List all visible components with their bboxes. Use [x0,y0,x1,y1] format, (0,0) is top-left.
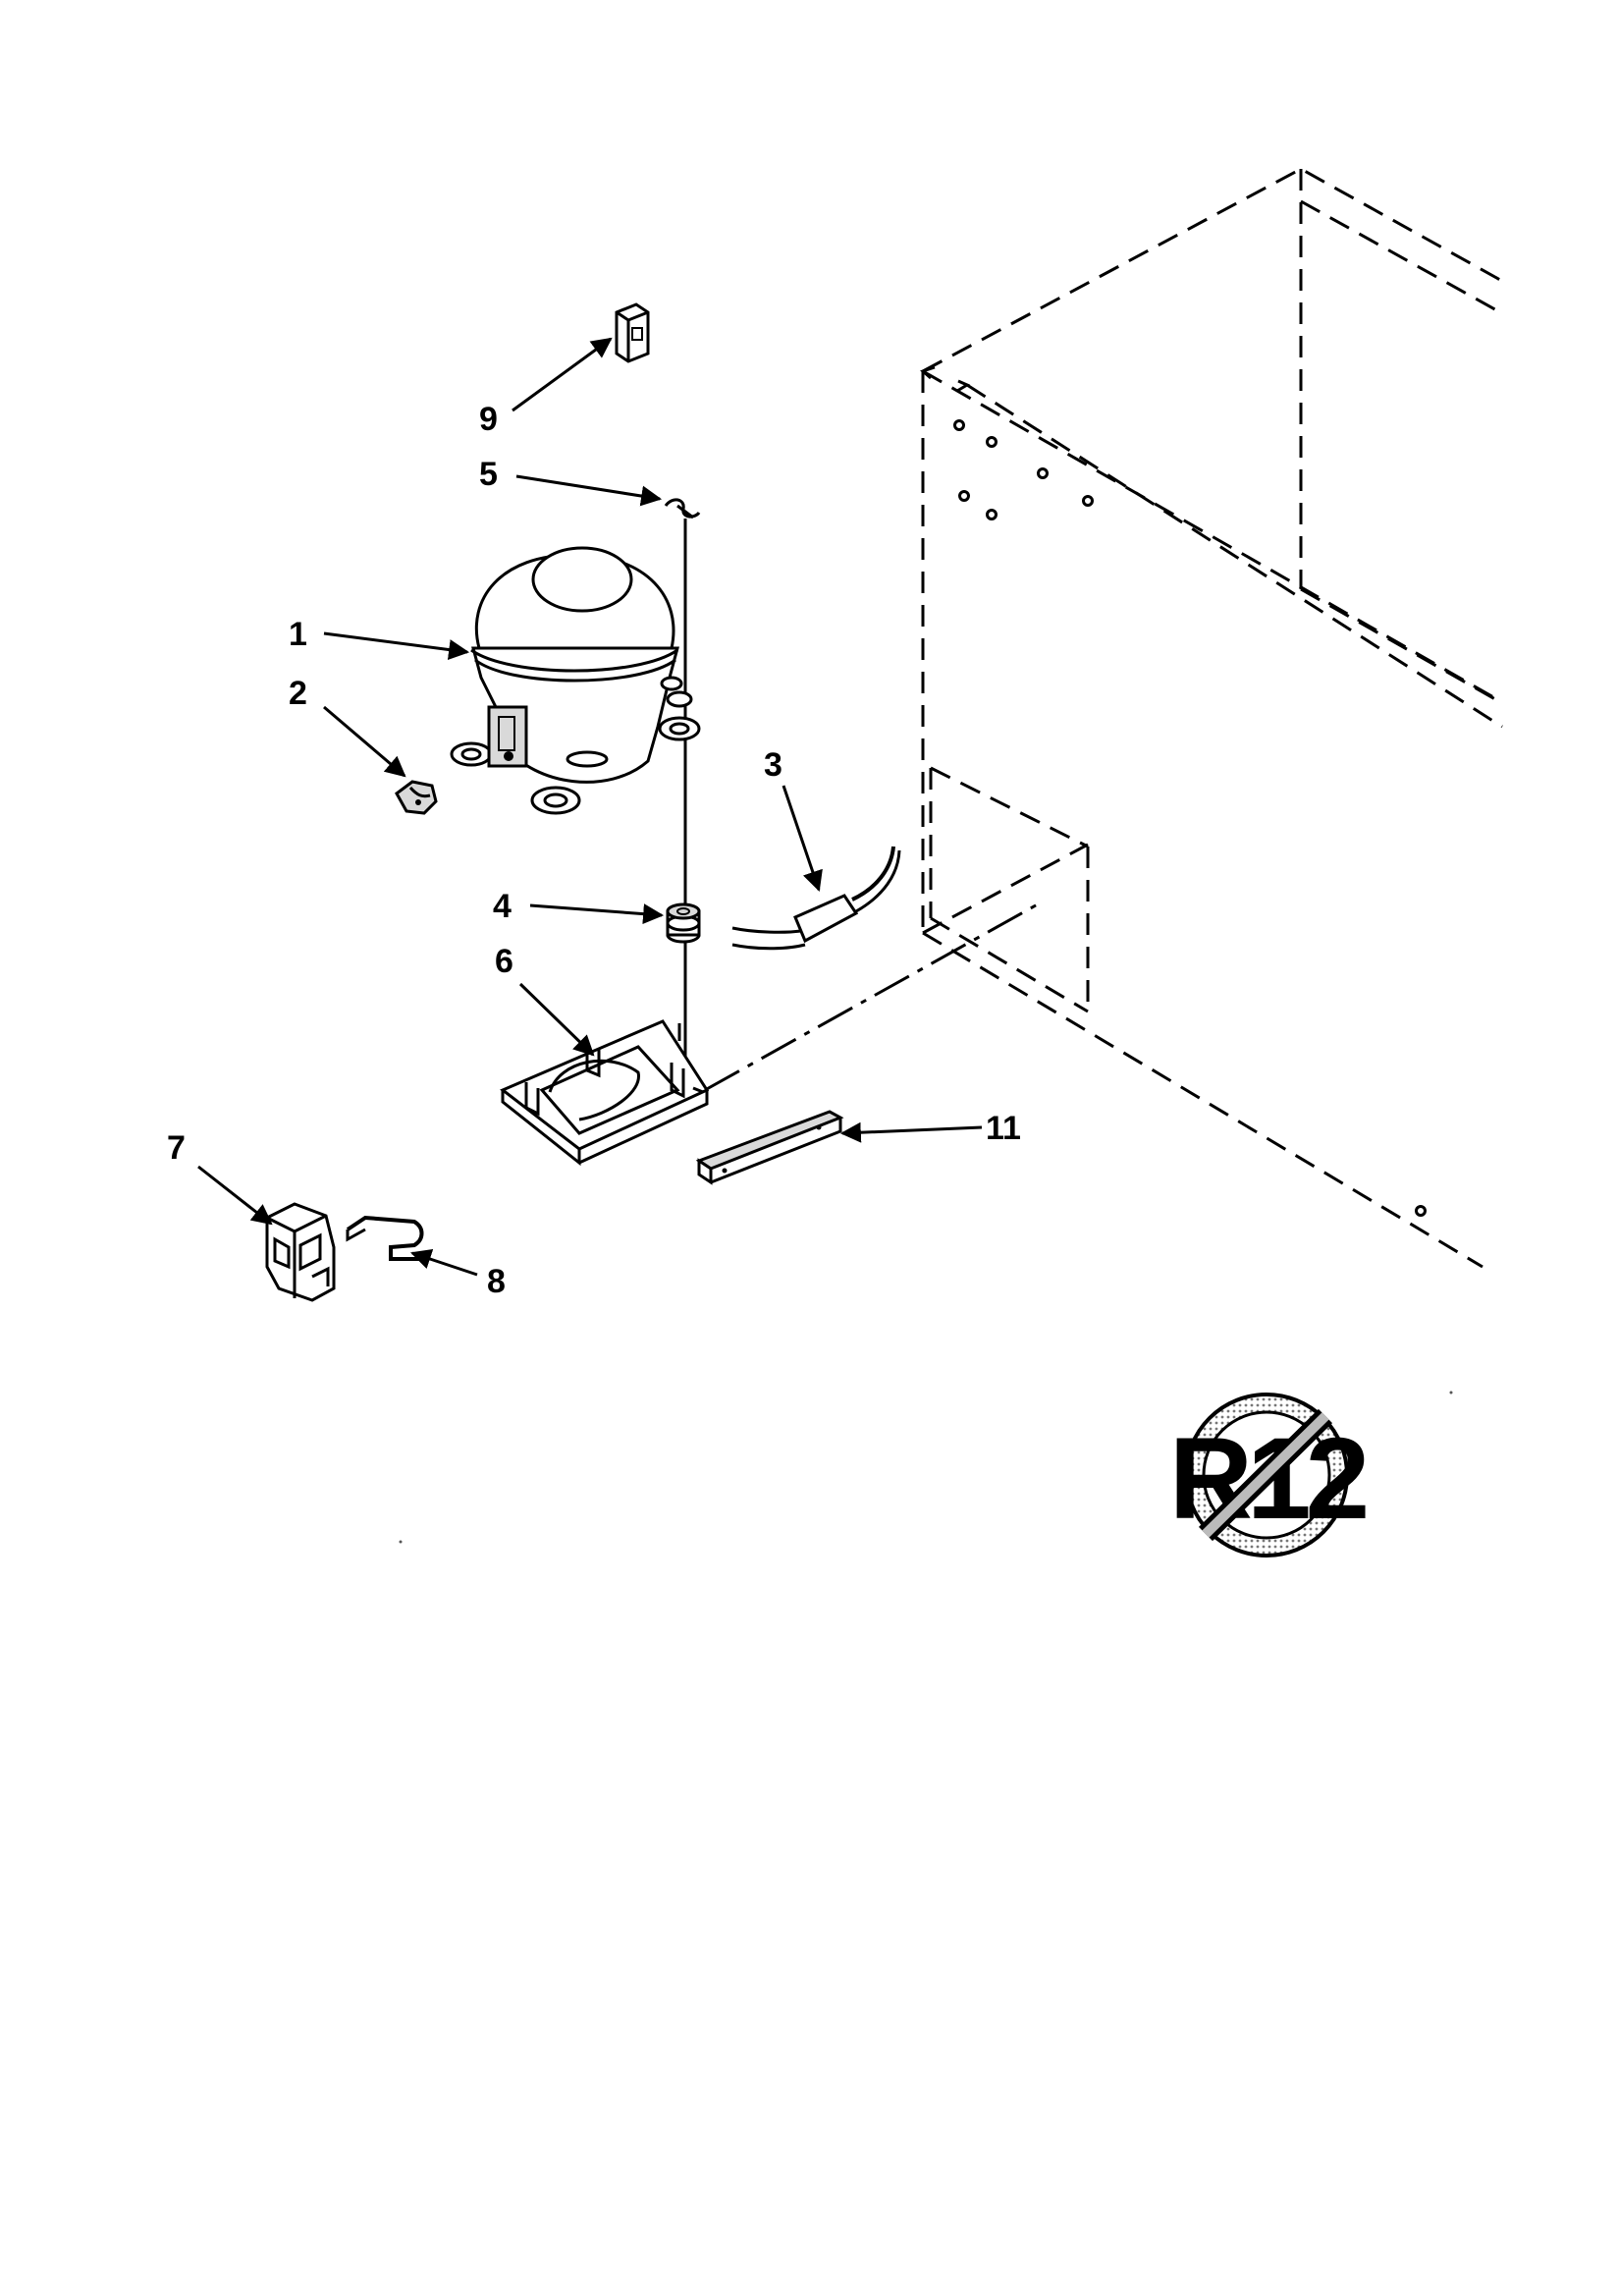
part-2-overload-clip [395,780,438,815]
callout-6: 6 [495,943,513,980]
callout-9: 9 [479,401,498,438]
part-3-power-cord [731,846,901,951]
speck [399,1540,403,1544]
part-6-base-plate [500,1019,710,1167]
callout-1: 1 [289,616,307,653]
callout-8: 8 [487,1263,506,1300]
no-r12-refrigerant-icon: R12 [1169,1393,1372,1558]
part-11-bracket [695,1110,844,1185]
part-7-start-relay [265,1202,336,1302]
callout-3: 3 [764,746,782,784]
part-8-wire-clip [346,1215,424,1261]
speck [1449,1391,1453,1394]
part-5-clip [664,498,701,519]
part-4-grommet [666,902,701,944]
part-9-relay-cover [615,302,650,363]
cabinet-outline [704,167,1503,1269]
callout-11: 11 [986,1110,1021,1147]
callout-5: 5 [479,456,498,493]
callout-4: 4 [493,888,512,925]
callout-2: 2 [289,675,307,712]
callout-7: 7 [167,1129,186,1167]
part-1-compressor [450,546,701,815]
leader-lines [197,337,983,1277]
